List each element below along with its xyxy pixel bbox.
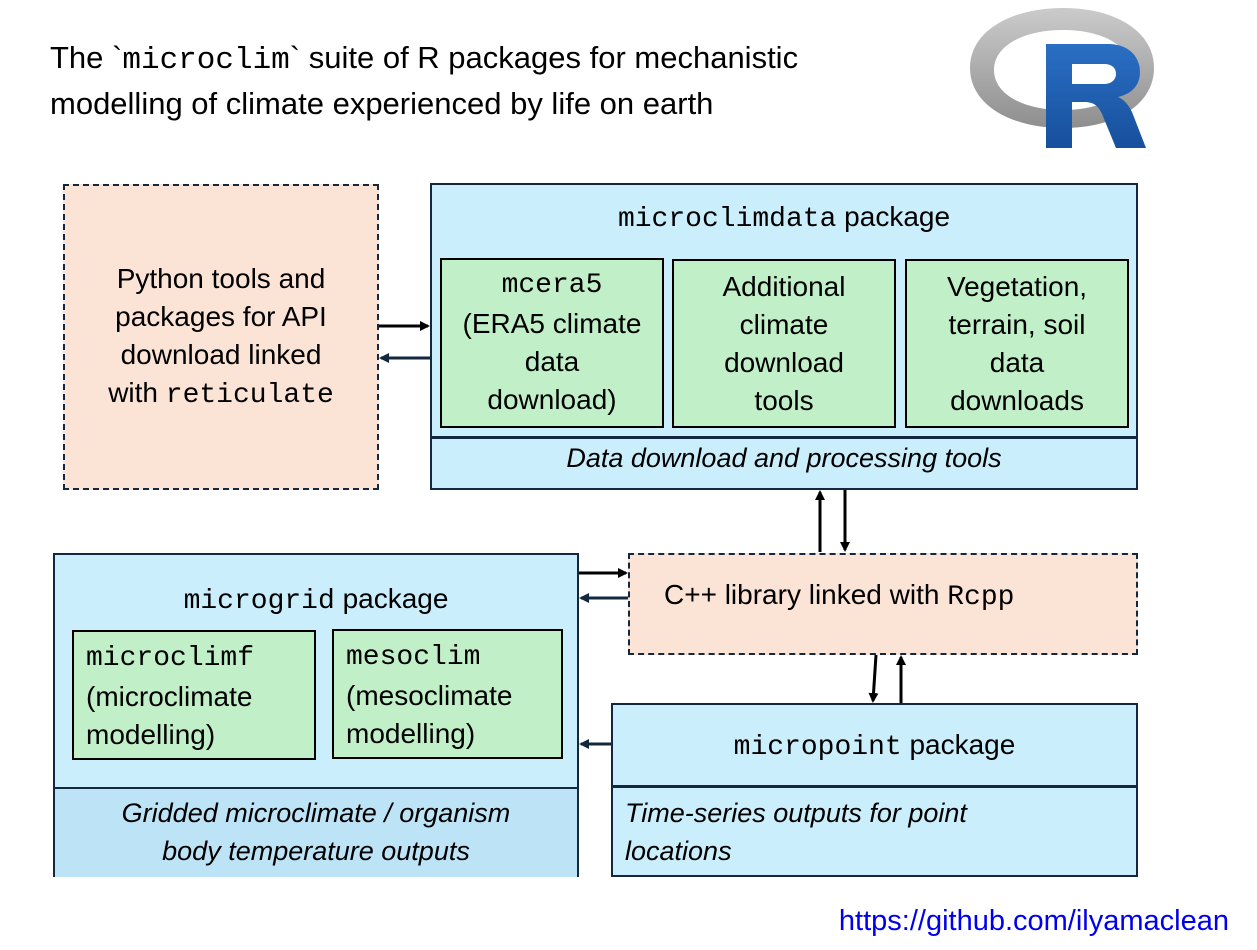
microclimdata-footer: Data download and processing tools xyxy=(566,443,1002,473)
mcera5-code: mcera5 xyxy=(501,270,603,301)
python-line-3: download linked xyxy=(120,338,322,370)
microclimf-box: microclimf (microclimate modelling) xyxy=(72,630,316,760)
micropoint-footer: Time-series outputs for point locations xyxy=(625,798,967,866)
microclimdata-package-title: microclimdata package xyxy=(617,201,951,235)
mesoclim-box: mesoclim (mesoclimate modelling) xyxy=(332,629,563,759)
title-line-2: modelling of climate experienced by life… xyxy=(50,86,714,121)
cpp-library-box: C++ library linked with Rcpp xyxy=(628,553,1138,655)
microgrid-footer-area xyxy=(55,787,577,877)
microclimdata-package-box: microclimdata package Data download and … xyxy=(430,183,1138,490)
micropoint-package-title: micropoint package xyxy=(733,729,1016,763)
microgrid-package-title: microgrid package xyxy=(183,583,449,617)
title-line-1: The `microclim` suite of R packages for … xyxy=(50,40,799,78)
micropoint-package-box: micropoint package Time-series outputs f… xyxy=(611,703,1138,877)
microclimf-code: microclimf xyxy=(86,643,255,674)
microclimdata-divider xyxy=(432,436,1136,439)
micropoint-divider xyxy=(613,785,1136,788)
vegetation-terrain-soil-box: Vegetation, terrain, soil data downloads xyxy=(905,259,1129,428)
arrow-cpp-to-micropoint xyxy=(868,654,879,703)
page-title: The `microclim` suite of R packages for … xyxy=(50,36,798,125)
python-tools-box: Python tools and packages for API downlo… xyxy=(63,184,379,490)
microgrid-package-box: microgrid package Gridded microclimate /… xyxy=(53,553,579,877)
r-logo-icon xyxy=(968,6,1158,152)
additional-climate-tools-box: Additional climate download tools xyxy=(672,259,896,428)
microgrid-footer: Gridded microclimate / organism body tem… xyxy=(121,798,511,866)
mesoclim-code: mesoclim xyxy=(346,642,481,673)
cpp-library-label: C++ library linked with Rcpp xyxy=(664,579,1015,613)
python-line-4: with reticulate xyxy=(108,376,334,411)
python-line-1: Python tools and xyxy=(116,262,326,294)
reticulate-code: reticulate xyxy=(165,379,334,411)
rcpp-code: Rcpp xyxy=(947,582,1015,613)
mcera5-box: mcera5 (ERA5 climate data download) xyxy=(440,258,664,428)
python-line-2: packages for API xyxy=(115,300,327,332)
github-link[interactable]: https://github.com/ilyamaclean xyxy=(838,905,1229,937)
